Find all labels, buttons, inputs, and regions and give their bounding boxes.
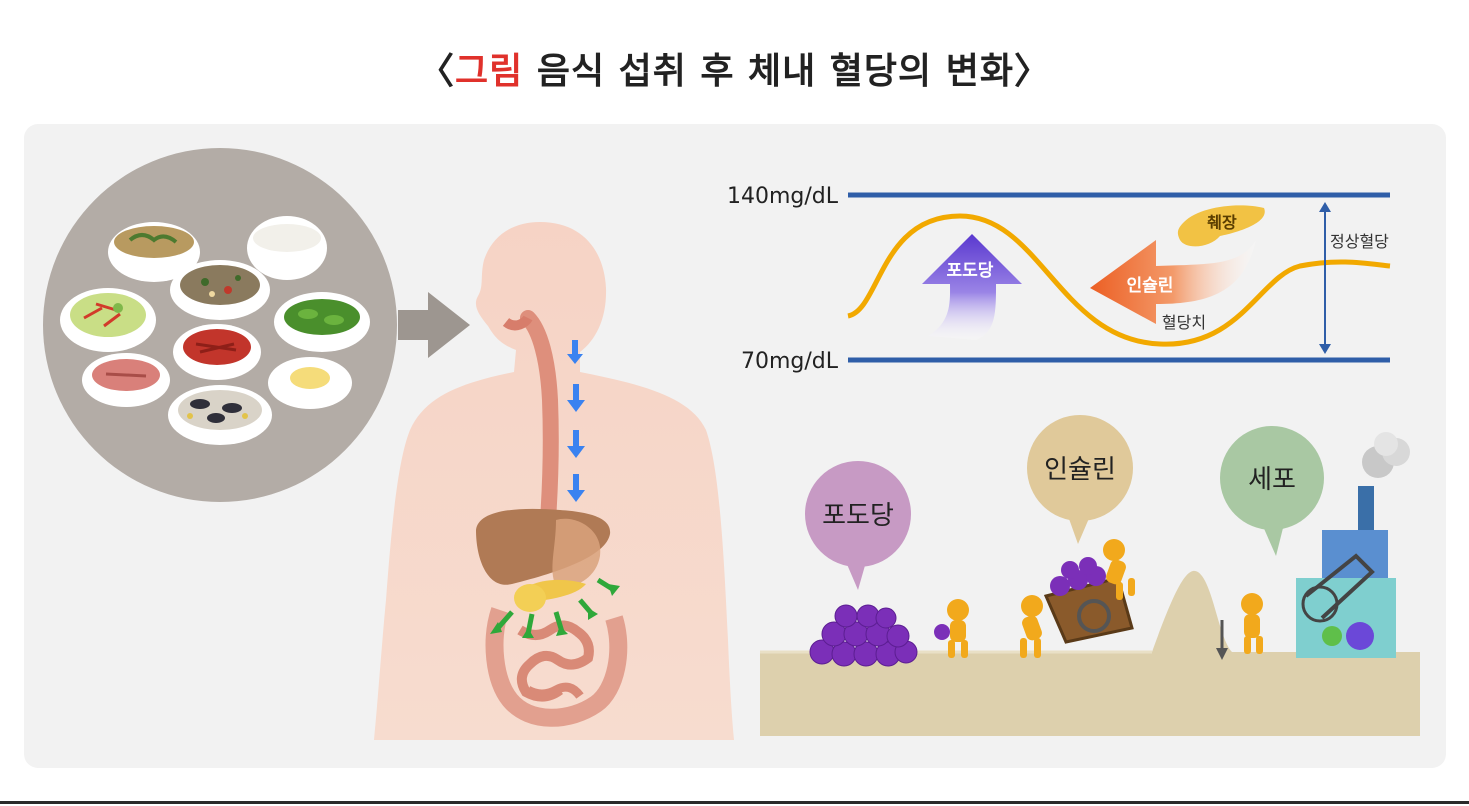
digestion-arrows	[567, 340, 585, 502]
insulin-arrow-label: 인슐린	[1127, 276, 1174, 296]
food-plate-group	[43, 148, 397, 502]
rice-bowl	[247, 216, 327, 280]
bottom-rule	[0, 801, 1469, 804]
cell-bubble: 세포	[1220, 426, 1324, 556]
kimchi-dish	[173, 324, 261, 380]
intestines	[485, 607, 628, 727]
absorption-arrows	[490, 577, 620, 638]
glucose-rise-arrow	[922, 234, 1022, 340]
glucose-arrow-label: 포도당	[947, 261, 994, 281]
blood-sugar-curve	[847, 213, 1391, 347]
normal-range-label: 정상혈당	[1330, 232, 1389, 251]
blue-down-arrow-icon	[567, 384, 585, 412]
normal-range-indicator	[1319, 202, 1331, 354]
cell-scene: 포도당 인슐린 세포	[760, 415, 1420, 736]
title-close-bracket: 〉	[1013, 51, 1051, 92]
worker-carrying	[934, 599, 969, 658]
food-to-mouth-arrow	[398, 292, 470, 358]
worker-pulling	[1103, 539, 1135, 600]
glucose-bubble: 포도당	[805, 461, 911, 590]
custard-dish	[268, 357, 352, 409]
glucose-pile	[809, 604, 918, 667]
cell-factory	[1296, 432, 1410, 658]
title-accent: 그림	[455, 51, 524, 92]
blood-sugar-chart: 140mg/dL 70mg/dL 포도당 췌장 인슐린 혈당치 정상혈당	[727, 184, 1391, 374]
esophagus	[520, 310, 559, 528]
insulin-bubble: 인슐린	[1027, 415, 1133, 544]
worker-pushing	[1020, 595, 1043, 658]
glucose-cart	[1043, 557, 1134, 644]
blue-down-arrow-icon	[567, 430, 585, 458]
human-body	[374, 222, 734, 740]
upper-limit-label: 140mg/dL	[727, 184, 839, 209]
glucose-bubble-label: 포도당	[822, 501, 894, 531]
blue-down-arrow-icon	[567, 340, 583, 364]
stomach	[552, 518, 601, 587]
stirfry-dish	[170, 260, 270, 320]
greens-dish	[274, 292, 370, 352]
lower-limit-label: 70mg/dL	[741, 349, 839, 374]
title-open-bracket: 〈	[418, 51, 456, 92]
meat-dish	[82, 353, 170, 407]
worker-shovel	[1216, 593, 1263, 660]
salad-dish	[60, 288, 156, 352]
insulin-bubble-label: 인슐린	[1044, 455, 1116, 485]
figure-title: 〈그림 음식 섭취 후 체내 혈당의 변화〉	[0, 42, 1469, 94]
curve-label: 혈당치	[1162, 313, 1206, 332]
blue-down-arrow-icon	[567, 474, 585, 502]
soup-bowl	[108, 222, 200, 282]
title-main: 음식 섭취 후 체내 혈당의 변화	[523, 51, 1014, 92]
insulin-arrow	[1090, 240, 1256, 324]
cell-bubble-label: 세포	[1248, 465, 1296, 495]
pancreas-label: 췌장	[1207, 213, 1237, 232]
pancreas-icon	[1177, 205, 1265, 247]
mussel-dish	[168, 385, 272, 445]
